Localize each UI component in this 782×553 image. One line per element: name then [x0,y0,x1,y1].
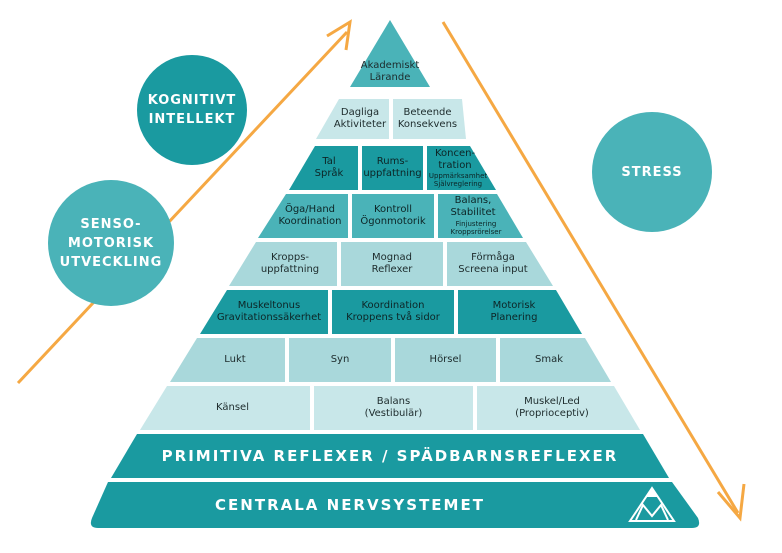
brick-kontroll: Kontroll Ögonmotorik [360,204,426,227]
brick-balans-sub: Finjustering Kroppsrörelser [450,220,502,236]
brick-r4-3-shape [438,194,523,238]
falling-arrow-line [441,21,740,514]
brick-muskeltonus: Muskeltonus Gravitationssäkerhet [216,300,322,323]
band-primitiva-label: PRIMITIVA REFLEXER / SPÄDBARNSREFLEXER [161,447,619,465]
falling-arrow-head [716,483,746,522]
brick-r8-2-shape [314,386,473,430]
brick-r3-3-shape [427,146,496,190]
brick-koncentration: Koncen- tration [434,148,476,171]
brick-balans-vestibular: Balans (Vestibulär) [364,396,423,419]
band-centrala-label: CENTRALA NERVSYSTEMET [215,496,485,514]
band-primitiva-shape [111,434,669,478]
brick-motorisk: Motorisk Planering [490,300,538,323]
brick-r6-2-shape [332,290,454,334]
circle-stress: STRESS [592,112,712,232]
brick-r6-3-shape [458,290,582,334]
brick-koordination: Koordination Kroppens två sidor [346,300,440,323]
brick-r8-1-shape [140,386,310,430]
brick-koncentration-sub: Uppmärksamhet Självreglering [428,172,488,188]
brick-r7-3-shape [395,338,496,382]
rising-arrow-head [326,19,352,51]
brick-formaga: Förmåga Screena input [458,252,528,275]
circle-sensomotorisk: SENSO- MOTORISK UTVECKLING [48,180,174,306]
brick-r1-shape [350,20,430,87]
brick-syn: Syn [330,354,350,365]
brick-kropps: Kropps- uppfattning [260,252,320,275]
brick-muskel-led: Muskel/Led (Proprioceptiv) [515,396,589,419]
brick-r3-2-shape [362,146,423,190]
brick-r2-2-shape [393,99,462,139]
brick-smak: Smak [534,354,563,365]
brick-dagliga: Dagliga Aktiviteter [333,107,387,130]
brick-r5-1-shape [229,242,337,286]
brick-r2-edge-right [462,99,466,139]
brick-tal: Tal Språk [314,156,344,179]
brick-r7-4-shape [500,338,611,382]
brick-r4-2-shape [352,194,434,238]
brick-akademiskt: Akademiskt Lärande [360,60,420,83]
brick-r7-2-shape [289,338,391,382]
brick-r3-1-shape [289,146,358,190]
circle-kognitivt: KOGNITIVT INTELLEKT [137,55,247,165]
brick-r5-2-shape [341,242,443,286]
brick-r2-edge-left [316,99,340,139]
brick-oga-hand: Öga/Hand Koordination [278,204,342,227]
brick-horsel: Hörsel [429,354,462,365]
brick-rums: Rums- uppfattning [363,156,422,179]
brick-r6-1-shape [200,290,328,334]
brick-r7-1-shape [170,338,285,382]
brick-lukt: Lukt [224,354,246,365]
brick-r8-3-shape [477,386,640,430]
brick-balans-stabilitet: Balans, Stabilitet [450,195,496,218]
brick-r4-1-shape [258,194,348,238]
brick-kansel: Känsel [216,402,249,413]
brick-mognad: Mognad Reflexer [371,252,413,275]
brick-beteende: Beteende Konsekvens [397,107,458,130]
logo-icon [628,486,676,522]
band-centrala-shape [90,482,700,528]
brick-r5-3-shape [447,242,553,286]
rising-arrow-line [16,30,349,385]
brick-r2-1-shape [340,99,389,139]
